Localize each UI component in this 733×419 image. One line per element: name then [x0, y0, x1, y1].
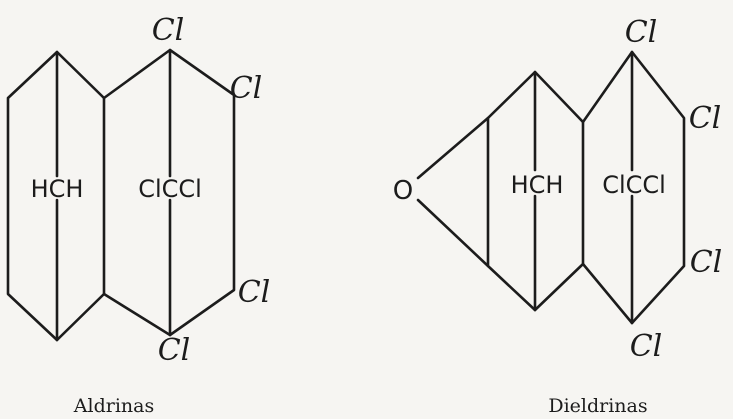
- aldrin-right-ring: [102, 48, 236, 337]
- dieldrin-cl-lower-right: Cl: [690, 245, 723, 280]
- aldrin-cl-top: Cl: [152, 13, 185, 48]
- aldrin-structure: HCH ClCCl Cl Cl Cl Cl Aldrinas: [6, 13, 271, 417]
- dieldrin-cl-top: Cl: [625, 15, 658, 50]
- dieldrin-cl-upper-right: Cl: [689, 101, 722, 136]
- aldrin-cl-upper-right: Cl: [230, 71, 263, 106]
- dieldrin-oxygen-label: O: [393, 176, 413, 206]
- dieldrin-cl-bottom: Cl: [630, 329, 663, 364]
- dieldrin-caption: Dieldrinas: [548, 395, 647, 417]
- dieldrin-right-ring: [581, 50, 686, 325]
- dieldrin-structure: O HCH ClCCl Cl Cl Cl Cl Dieldrinas: [393, 15, 723, 417]
- dieldrin-epoxide-upper: [416, 116, 490, 180]
- aldrin-cl-bottom: Cl: [158, 333, 191, 368]
- aldrin-clccl-label: ClCCl: [138, 175, 202, 203]
- dieldrin-epoxide-lower: [416, 198, 490, 268]
- aldrin-hch-label: HCH: [31, 175, 84, 203]
- aldrin-cl-lower-right: Cl: [238, 275, 271, 310]
- aldrin-caption: Aldrinas: [73, 395, 154, 417]
- dieldrin-hch-label: HCH: [511, 171, 564, 199]
- dieldrin-clccl-label: ClCCl: [602, 171, 666, 199]
